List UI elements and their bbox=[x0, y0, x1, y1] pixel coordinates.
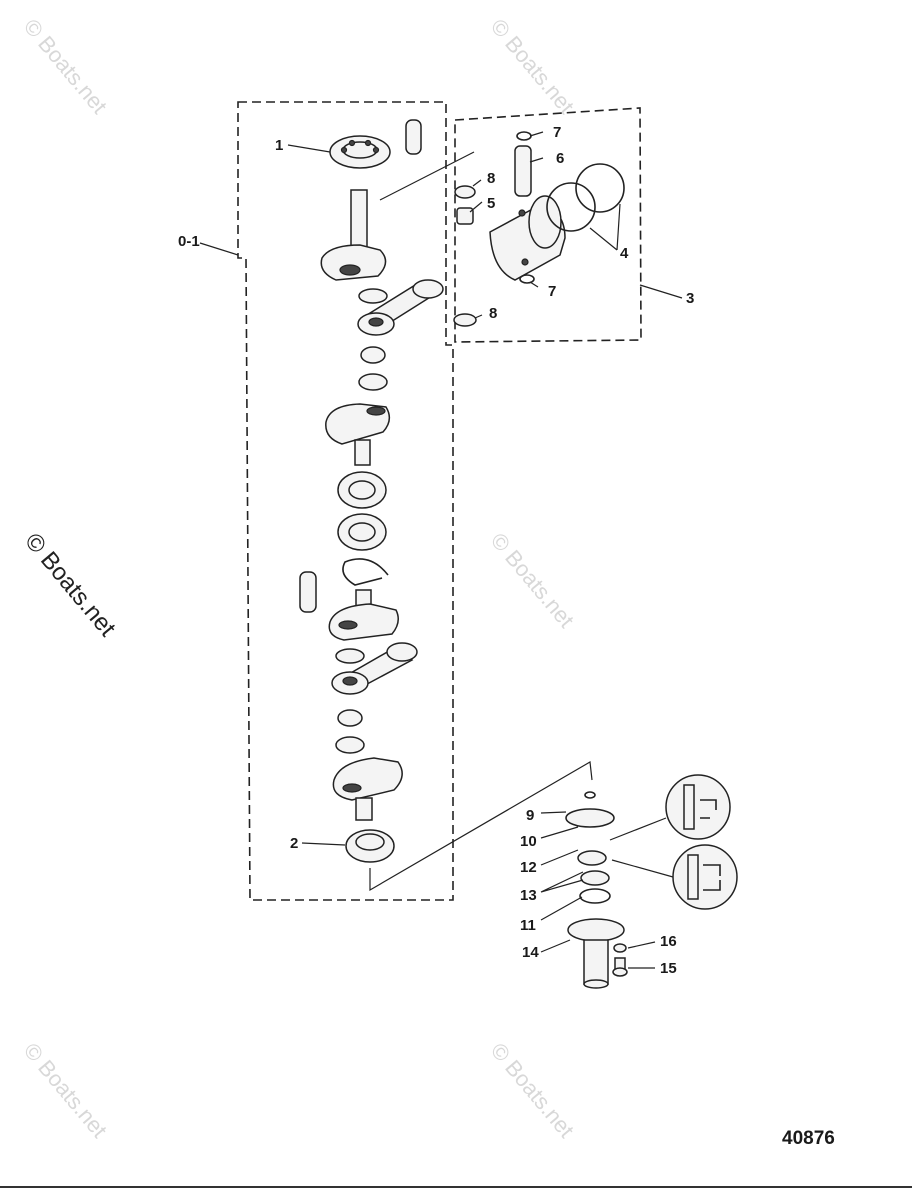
callout-8-bottom: 8 bbox=[489, 305, 497, 322]
callout-1: 1 bbox=[275, 137, 283, 154]
washer-10 bbox=[565, 808, 615, 828]
drawing-number: 40876 bbox=[782, 1128, 835, 1149]
upper-crank-throw bbox=[320, 189, 387, 281]
callout-6: 6 bbox=[556, 150, 564, 167]
lower-crank-throw-upper bbox=[328, 589, 399, 641]
seal-detail-upper bbox=[665, 774, 731, 840]
connecting-rod-lower bbox=[331, 642, 418, 695]
roller-cage-3 bbox=[337, 709, 363, 727]
bottom-main-bearing bbox=[345, 829, 395, 863]
callout-2: 2 bbox=[290, 835, 298, 852]
center-main-bearing-1 bbox=[337, 471, 387, 509]
callout-9: 9 bbox=[526, 807, 534, 824]
snap-ring bbox=[342, 558, 389, 586]
callout-13: 13 bbox=[520, 887, 537, 904]
seal-12 bbox=[577, 850, 607, 866]
thrust-washer-bottom bbox=[453, 313, 477, 327]
roller-cage-4 bbox=[335, 736, 365, 754]
callout-16: 16 bbox=[660, 933, 677, 950]
center-main-bearing-2 bbox=[337, 513, 387, 551]
connecting-rod-upper bbox=[357, 279, 444, 336]
roller-cage-2 bbox=[358, 373, 388, 391]
needle-bearing bbox=[456, 207, 474, 225]
bottom-divider bbox=[0, 1186, 912, 1188]
screw-15 bbox=[612, 957, 628, 977]
callout-15: 15 bbox=[660, 960, 677, 977]
lock-washer-16 bbox=[613, 943, 627, 953]
detail-leader-lower bbox=[611, 859, 674, 878]
callout-10: 10 bbox=[520, 833, 537, 850]
piston-ring-2 bbox=[575, 163, 625, 213]
callout-5: 5 bbox=[487, 195, 495, 212]
o-ring-11 bbox=[579, 888, 611, 904]
roller-cage-1 bbox=[360, 346, 386, 364]
wrist-pin bbox=[514, 145, 532, 197]
piston-group-boundary bbox=[454, 107, 642, 343]
seal-13 bbox=[580, 870, 610, 886]
dowel-pin-middle bbox=[299, 571, 317, 613]
callout-14: 14 bbox=[522, 944, 539, 961]
piston-ring-1 bbox=[546, 182, 596, 232]
detail-leader-upper bbox=[609, 817, 667, 841]
callout-0-1: 0-1 bbox=[178, 233, 200, 250]
bottom-crank-throw bbox=[332, 757, 403, 821]
callout-12: 12 bbox=[520, 859, 537, 876]
thrust-washer-top bbox=[454, 185, 476, 199]
middle-crank-throw bbox=[325, 403, 391, 466]
crankshaft-group-boundary bbox=[237, 101, 454, 901]
callout-7-bottom: 7 bbox=[548, 283, 556, 300]
callout-7-top: 7 bbox=[553, 124, 561, 141]
seal-detail-lower bbox=[672, 844, 738, 910]
o-ring-9 bbox=[584, 791, 596, 799]
callout-8-top: 8 bbox=[487, 170, 495, 187]
seal-group-leader bbox=[369, 761, 593, 892]
retaining-ring-top bbox=[516, 131, 532, 141]
top-main-bearing bbox=[329, 135, 391, 169]
callout-3: 3 bbox=[686, 290, 694, 307]
callout-11: 11 bbox=[520, 917, 536, 934]
piston bbox=[489, 195, 566, 281]
dowel-pin-top bbox=[405, 119, 422, 155]
end-cap-14 bbox=[567, 918, 625, 989]
callout-4: 4 bbox=[620, 245, 629, 262]
retaining-ring-bottom bbox=[519, 274, 535, 284]
